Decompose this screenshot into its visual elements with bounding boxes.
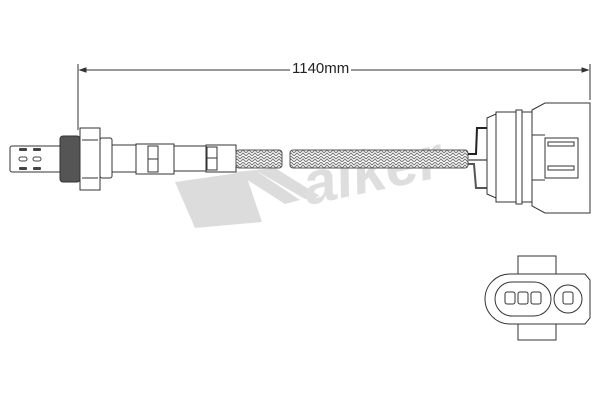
braided-cable — [235, 149, 469, 169]
sensor-probe — [9, 127, 237, 191]
length-dimension-label: 1140mm — [290, 60, 352, 77]
walker-logo-watermark: alker — [175, 123, 451, 228]
wires — [468, 127, 488, 189]
connector-face — [484, 255, 591, 341]
svg-text:alker: alker — [296, 123, 451, 218]
connector-side — [486, 102, 591, 214]
